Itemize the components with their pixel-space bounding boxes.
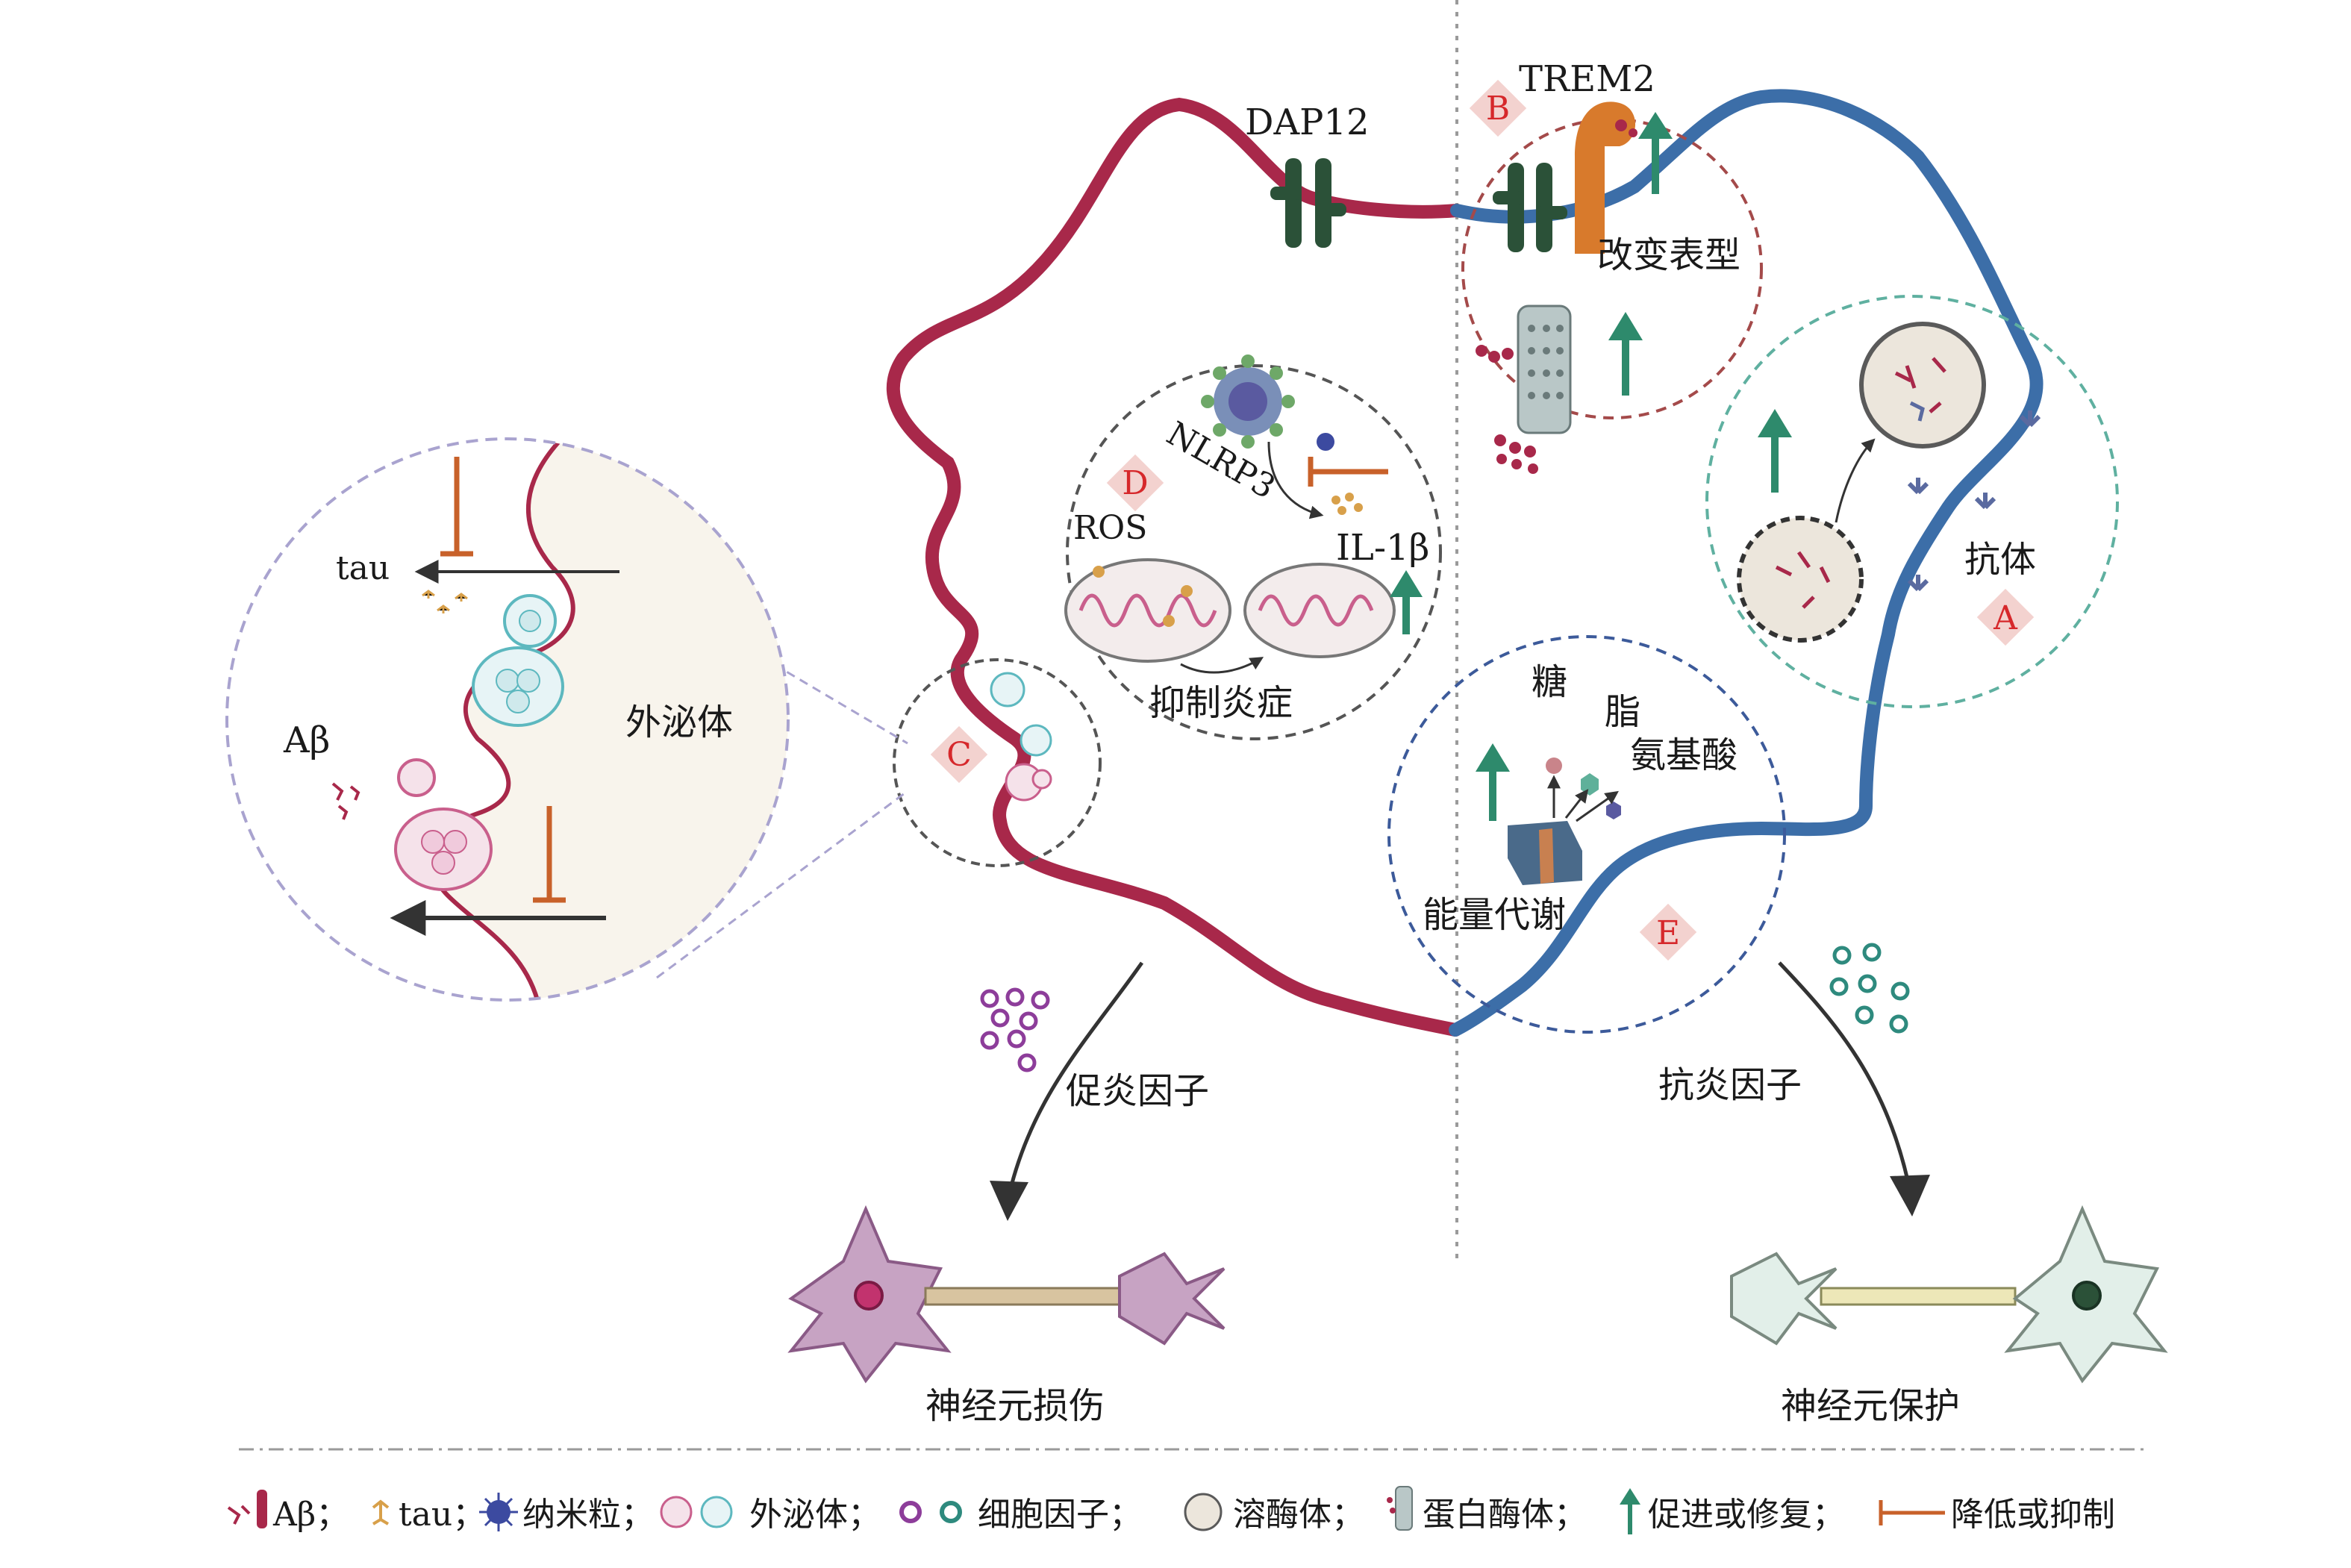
inhibit-bar-icon [533,806,566,903]
legend-promote: 促进或修复； [1648,1496,1845,1534]
anti-inflammatory-arrow [1778,961,1913,1195]
mitochondrion-icon [1243,563,1396,658]
region-a-boundary [1705,295,2119,708]
zoom-connector [656,790,908,979]
legend-abeta: Aβ； [272,1496,349,1534]
dap12-icon [1270,158,1346,248]
neuron-damage-label: 神经元损伤 [925,1385,1105,1427]
trem2-label: TREM2 [1519,58,1655,100]
nanoparticle-icon [1201,354,1295,449]
damaged-neuron-icon [787,1205,1226,1384]
marker-a: A [1976,588,2035,646]
svg-text:A: A [1993,599,2018,637]
il1b-label: IL-1β [1336,527,1429,569]
inhibit-bar-icon [1308,457,1388,487]
legend-exosome-icon [660,1496,733,1528]
lipid-label: 脂 [1605,691,1640,733]
legend-tau: tau； [399,1496,485,1534]
exosome-icon [990,672,1052,802]
promote-arrow-icon [1758,409,1792,493]
nanoparticle-icon [1317,433,1334,451]
svg-text:C: C [946,736,972,774]
pro-inflammatory-cytokine-icon [980,987,1050,1072]
proteasome-icon [1476,304,1572,474]
legend-exosome: 外泌体； [749,1496,881,1534]
legend: Aβ； tau； 纳米粒； 外泌体； 细胞因子； 溶酶体； [227,1486,2115,1534]
abeta-label: Aβ [283,719,330,761]
lysosome-icon [1737,516,1864,643]
energy-metabolism-label: 能量代谢 [1423,894,1566,936]
legend-inhibit-icon [1879,1500,1945,1525]
neuron-protection-label: 神经元保护 [1781,1385,1960,1427]
legend-inhibit: 降低或抑制 [1951,1496,2115,1534]
marker-c: C [930,725,988,784]
phenotype-change-label: 改变表型 [1597,234,1740,276]
promote-arrow-icon [1608,312,1643,396]
promote-arrow-icon [1638,112,1673,194]
legend-abeta-icon [227,1490,267,1528]
svg-text:E: E [1656,914,1680,952]
promote-arrow-icon [1390,570,1423,634]
abeta-icon [331,782,360,820]
antibody-icon [1907,410,2041,592]
legend-proteasome: 蛋白酶体； [1423,1496,1587,1534]
legend-nanoparticle-icon [479,1493,518,1531]
ros-label: ROS [1073,509,1147,547]
legend-promote-icon [1620,1488,1640,1534]
anti-inflammatory-label: 抗炎因子 [1658,1064,1802,1106]
lysosome-icon [1859,322,1986,449]
pro-inflammatory-label: 促炎因子 [1066,1070,1209,1112]
exosome-label: 外泌体 [625,702,733,743]
sugar-label: 糖 [1532,661,1567,703]
region-c-boundary [893,658,1102,867]
amino-acid-label: 氨基酸 [1630,734,1738,776]
svg-text:D: D [1122,464,1148,502]
nlrp3-to-il1b-arrow [1267,441,1324,519]
pro-inflammatory-membrane [887,97,1464,1037]
mitochondrion-icon [1064,558,1231,663]
legend-nanoparticle: 纳米粒； [522,1496,654,1534]
legend-lysosome: 溶酶体； [1233,1496,1364,1534]
metabolite-icon [1546,758,1621,822]
dap12-icon [1493,163,1567,252]
legend-cytokine-icon [899,1501,962,1523]
promote-arrow-icon [1476,743,1510,821]
pro-inflammatory-arrowhead [990,1181,1028,1221]
tau-label: tau [336,549,390,587]
marker-b: B [1469,79,1527,137]
marker-e: E [1639,903,1697,961]
legend-proteasome-icon [1387,1486,1413,1531]
svg-text:B: B [1486,90,1510,128]
trem2-icon [1575,101,1637,254]
marker-d: D [1106,454,1164,512]
antibody-label: 抗体 [1964,539,2036,581]
legend-cytokine: 细胞因子； [978,1496,1142,1534]
inhibit-bar-icon [440,457,473,557]
pro-inflammatory-arrow [1005,961,1144,1202]
region-e-boundary [1387,635,1786,1034]
zoom-detail-boundary [225,437,790,1002]
il1b-dots-icon [1331,493,1363,515]
zoom-connector [761,655,908,745]
lysosome-fusion-arrow [1835,438,1876,523]
inhibit-inflammation-label: 抑制炎症 [1149,682,1293,724]
region-d-boundary [1066,364,1442,740]
legend-tau-icon [372,1499,390,1525]
dap12-label: DAP12 [1245,101,1370,143]
metabolism-icon [1508,821,1582,885]
tau-icon [422,590,468,613]
exosome-icon [394,594,564,891]
anti-inflammatory-arrowhead [1890,1175,1930,1216]
protected-neuron-icon [1730,1205,2168,1384]
anti-inflammatory-cytokine-icon [1829,943,1910,1034]
legend-lysosome-icon [1184,1493,1223,1531]
anti-inflammatory-membrane [1449,89,2044,1037]
mitochondria-repair-arrow [1180,657,1264,674]
